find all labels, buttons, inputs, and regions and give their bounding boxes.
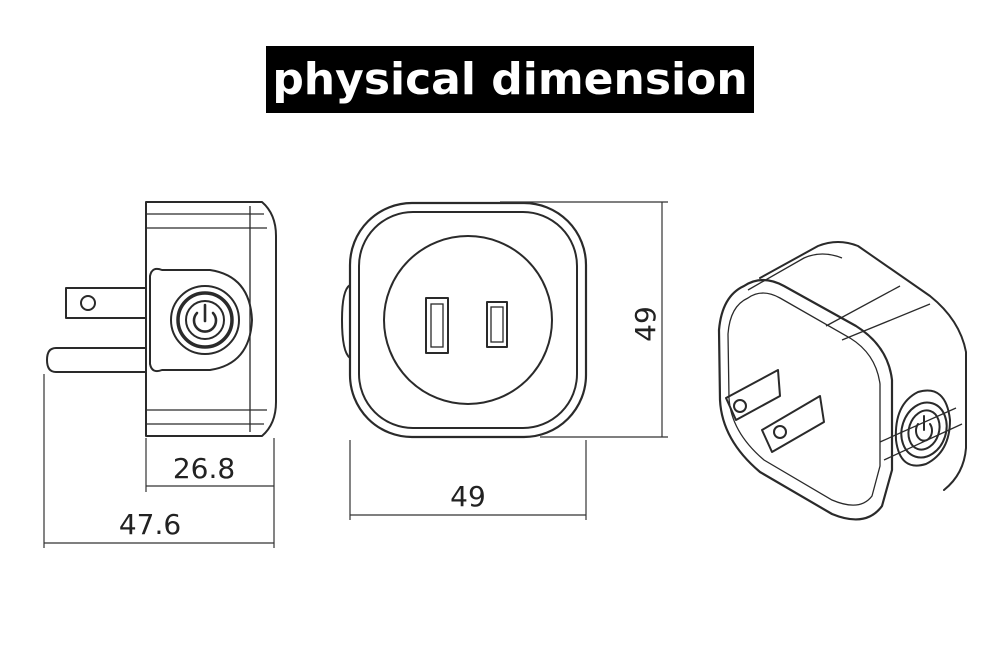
iso-power-icon	[915, 415, 933, 442]
iso-prong-1	[725, 369, 781, 421]
page-title: physical dimension	[272, 54, 748, 105]
side-body-outline	[145, 201, 277, 437]
dim-label-front-height: 49	[629, 306, 662, 342]
title-banner: physical dimension	[266, 46, 754, 113]
dim-label-front-width: 49	[450, 480, 486, 513]
side-view	[46, 201, 277, 437]
front-view	[341, 201, 588, 439]
side-prong-top	[65, 287, 147, 319]
iso-view	[717, 241, 967, 521]
dim-side-total	[43, 374, 274, 548]
side-power-button	[170, 285, 240, 355]
dim-label-side-body: 26.8	[173, 452, 235, 485]
side-button-housing	[149, 267, 253, 373]
iso-prong-2	[761, 395, 825, 453]
outlet-slot-right	[486, 301, 508, 348]
outlet-face	[383, 235, 553, 405]
iso-power-button	[894, 389, 951, 467]
outlet-slot-left	[425, 297, 449, 354]
dim-side-body	[145, 438, 275, 548]
dim-front-height	[500, 201, 668, 438]
power-icon	[192, 303, 218, 333]
side-prong-bottom	[46, 347, 147, 373]
dim-label-side-total: 47.6	[119, 508, 181, 541]
dim-front-width	[349, 440, 587, 520]
